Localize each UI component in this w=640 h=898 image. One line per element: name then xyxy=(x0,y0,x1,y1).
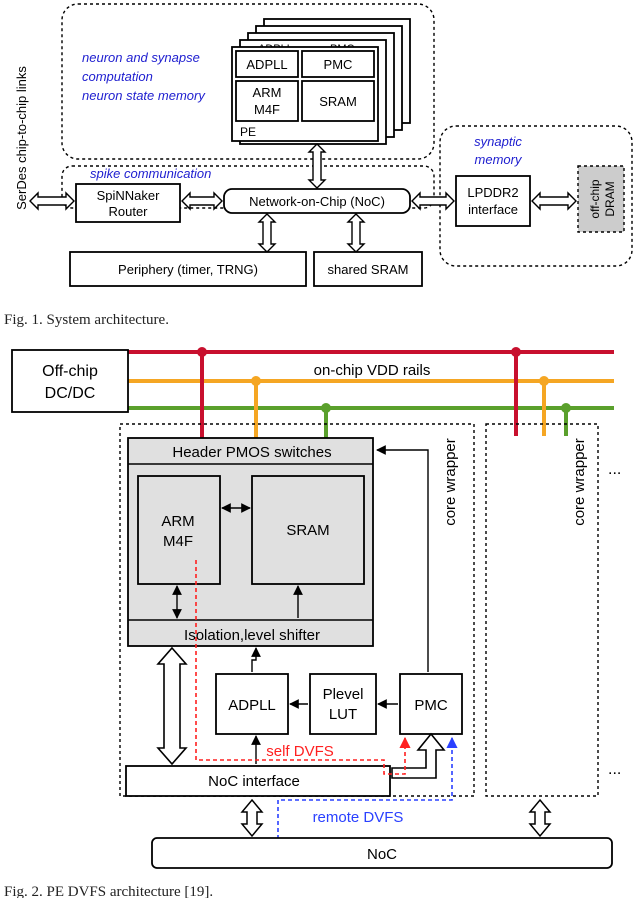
lpddr2-label-2: interface xyxy=(468,202,518,217)
compute-region-label-1: neuron and synapse xyxy=(82,50,200,65)
plevel-label: Plevel xyxy=(323,686,364,703)
remote-dvfs-label: remote DVFS xyxy=(313,809,404,826)
serdes-label: SerDes chip-to-chip links xyxy=(14,66,29,210)
rail-node-red-1 xyxy=(197,347,207,357)
compute-region-label-3: neuron state memory xyxy=(82,88,206,103)
compute-region xyxy=(61,3,435,160)
synaptic-label-1: synaptic xyxy=(474,134,522,149)
pe-adpll-box xyxy=(235,50,299,78)
lut-label: LUT xyxy=(329,706,357,723)
noc-bar-label: NoC xyxy=(367,846,397,863)
self-dvfs-path xyxy=(195,560,411,775)
dcdc-label-1: Off-chip xyxy=(42,363,98,380)
adpll-isolation-arrow xyxy=(251,647,261,672)
synaptic-label-2: memory xyxy=(475,152,523,167)
plevel-lut-box xyxy=(309,673,377,735)
header-pmos-label: Header PMOS switches xyxy=(172,444,331,461)
pe-sram-box xyxy=(301,80,375,122)
figure-1: neuron and synapse computation neuron st… xyxy=(4,3,633,328)
spike-communication-label: spike communication xyxy=(90,166,211,181)
dram-label-2: DRAM xyxy=(603,181,617,216)
router-box xyxy=(75,183,181,223)
shared-sram-label: shared SRAM xyxy=(328,262,409,277)
ellipsis-top: ... xyxy=(608,461,621,478)
compute-region-label-2: computation xyxy=(82,69,153,84)
pe-pmc-box xyxy=(301,50,375,78)
fig2-caption: Fig. 2. PE DVFS architecture [19]. xyxy=(4,884,213,898)
fig1-caption: Fig. 1. System architecture. xyxy=(4,312,169,328)
router-label-2: Router xyxy=(108,204,148,219)
dcdc-label-2: DC/DC xyxy=(45,385,96,402)
adpll-box xyxy=(215,673,289,735)
pe-adpll-label: ADPLL xyxy=(246,57,287,72)
pe-arm-box xyxy=(235,80,299,122)
rail-node-orange-1 xyxy=(251,376,261,386)
noc-box xyxy=(223,188,411,214)
noc-interface-label: NoC interface xyxy=(208,773,300,790)
dcdc-box xyxy=(11,349,129,413)
lpddr2-label-1: LPDDR2 xyxy=(467,185,518,200)
spike-communication-region xyxy=(61,165,435,209)
periphery-box xyxy=(69,251,307,287)
pmc-header-arrow xyxy=(376,445,429,672)
rail-node-red-2 xyxy=(511,347,521,357)
pe-label: PE xyxy=(240,125,256,139)
pmc-label: PMC xyxy=(414,697,448,714)
noc-bar xyxy=(151,837,613,869)
isolation-noc-hollow-arrow xyxy=(156,646,188,766)
sram-box xyxy=(251,475,365,585)
dram-box xyxy=(577,165,625,233)
core-wrapper-1-label: core wrapper xyxy=(442,438,459,526)
noc-pmc-hollow-arrow xyxy=(391,732,446,779)
core-wrapper-2-label: core wrapper xyxy=(571,438,588,526)
fig1-arrows xyxy=(29,143,577,253)
dram-label-1: off-chip xyxy=(588,179,602,218)
rail-node-orange-2 xyxy=(539,376,549,386)
shared-sram-box xyxy=(313,251,423,287)
core1-noc-hollow-arrow xyxy=(240,798,264,838)
synaptic-memory-region xyxy=(439,125,633,267)
arm-box xyxy=(137,475,221,585)
arm-label-1: ARM xyxy=(161,513,194,530)
arm-label-2: M4F xyxy=(163,533,193,550)
periphery-label: Periphery (timer, TRNG) xyxy=(118,262,258,277)
figure-2: on-chip VDD rails Off-chip DC/DC core wr… xyxy=(4,347,621,898)
noc-label: Network-on-Chip (NoC) xyxy=(249,194,385,209)
lpddr2-box xyxy=(455,175,531,227)
vdd-rail-label: on-chip VDD rails xyxy=(314,362,431,379)
pe-sram-label: SRAM xyxy=(319,94,357,109)
sram-label: SRAM xyxy=(286,522,329,539)
pe-arm-label-2: M4F xyxy=(254,102,280,117)
pe-pmc-label: PMC xyxy=(324,57,353,72)
router-label-1: SpiNNaker xyxy=(97,188,161,203)
rail-node-green-1 xyxy=(321,403,331,413)
ellipsis-bottom: ... xyxy=(608,761,621,778)
noc-interface-box xyxy=(125,765,391,797)
remote-dvfs-path xyxy=(277,736,458,846)
self-dvfs-label: self DVFS xyxy=(266,743,334,760)
core2-noc-hollow-arrow xyxy=(528,798,552,838)
pe-arm-label-1: ARM xyxy=(253,85,282,100)
isolation-label: Isolation,level shifter xyxy=(184,627,320,644)
rail-node-green-2 xyxy=(561,403,571,413)
core-wrapper-2 xyxy=(485,423,599,797)
pmc-box xyxy=(399,673,463,735)
adpll-label: ADPLL xyxy=(228,697,276,714)
